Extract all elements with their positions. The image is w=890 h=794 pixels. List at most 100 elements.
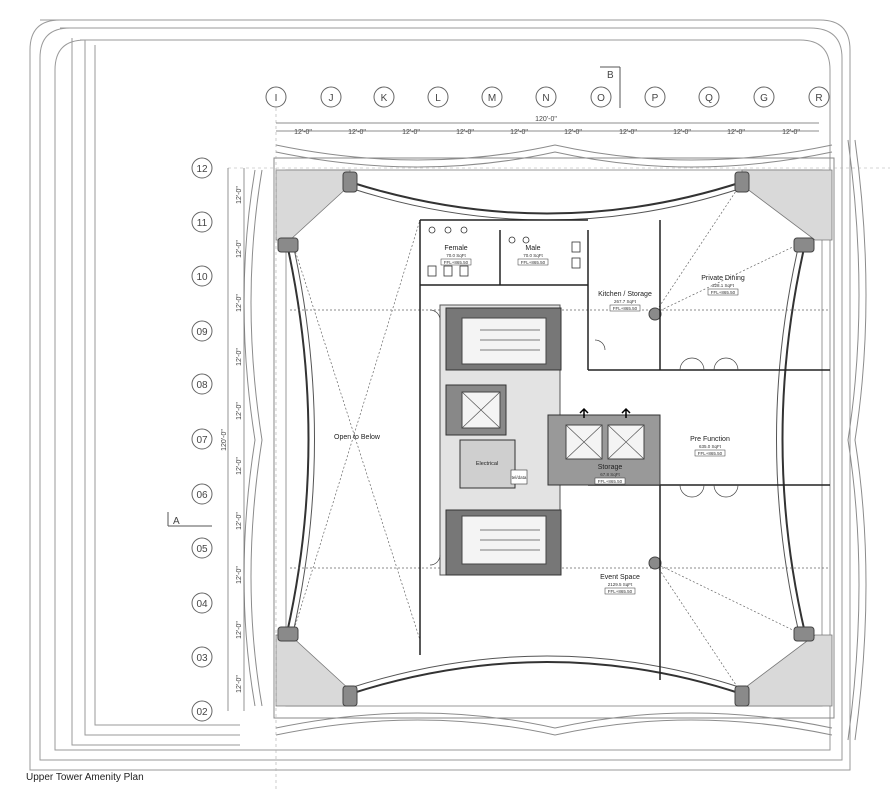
grid-row-08: 08 [191,373,213,395]
dimension-bay: 12'-0" [294,129,312,136]
door-swings [429,309,739,566]
room-ffl: FFL+865.50 [598,479,623,484]
grid-lines [228,108,890,790]
dimension-bay: 12'-0" [236,621,243,639]
room-ffl: FFL+865.50 [613,306,638,311]
room-ffl: FFL+865.50 [711,290,736,295]
grid-row-02: 02 [191,700,213,722]
dimension-bay: 12'-0" [236,457,243,475]
grid-col-label: K [381,93,388,104]
room-area: 328.1 SqFt [712,283,735,288]
grid-row-label: 12 [196,164,208,175]
dimension-bay: 12'-0" [236,348,243,366]
grid-row-03: 03 [191,646,213,668]
grid-row-label: 04 [196,599,208,610]
grid-row-label: 02 [196,707,208,718]
grid-col-label: Q [705,93,713,104]
restroom-fixtures [427,226,581,277]
grid-col-M: M [481,86,503,108]
section-marker-b: B [600,66,621,108]
room-area: 70.0 SqFt [523,253,543,258]
grid-col-R: R [808,86,830,108]
room-name: Male [525,245,540,252]
room-name: Kitchen / Storage [598,291,652,298]
diagrid-corners [275,169,833,707]
grid-row-04: 04 [191,592,213,614]
dimension-bay: 12'-0" [564,129,582,136]
room-pre-function: Pre Function 635.0 SqFt FFL+865.50 [690,436,730,457]
grid-col-label: P [652,93,659,104]
structural-columns [277,171,815,707]
grid-row-label: 08 [196,380,208,391]
slab-edge [286,181,806,695]
room-name: Open to Below [334,434,381,441]
room-area: 2129.5 SqFt [608,582,633,587]
room-female: Female 70.0 SqFt FFL+865.50 [440,245,472,266]
grid-col-label: N [542,93,549,104]
service-core [439,304,661,576]
grid-row-12: 12 [191,157,213,179]
grid-row-label: 05 [196,544,208,555]
grid-col-label: O [597,93,605,104]
grid-row-07: 07 [191,428,213,450]
grid-row-09: 09 [191,320,213,342]
room-ffl: FFL+865.50 [521,260,546,265]
grid-row-11: 11 [191,211,213,233]
grid-col-label: L [435,93,441,104]
dimension-bay: 12'-0" [782,129,800,136]
grid-row-label: 10 [196,272,208,283]
room-tel-data: tel/data [510,469,528,485]
dimension-bay: 12'-0" [510,129,528,136]
dimension-bay: 12'-0" [236,186,243,204]
grid-col-N: N [535,86,557,108]
tower-envelope [273,157,835,719]
grid-col-label: J [329,93,334,104]
grid-col-P: P [644,86,666,108]
room-name: Electrical [476,461,498,467]
dimension-overall-h: 120'-0" [535,116,557,123]
room-name: tel/data [512,475,527,480]
room-name: Female [444,245,467,252]
site-outline [29,19,851,771]
dimension-bay: 12'-0" [727,129,745,136]
grid-col-label: R [815,93,822,104]
grid-col-L: L [427,86,449,108]
row-grid-bubbles: 12 11 10 09 08 07 06 05 04 03 02 [191,157,213,722]
room-open-to-below: Open to Below [334,434,381,441]
grid-col-J: J [320,86,342,108]
dimension-overall-v: 120'-0" [221,429,228,451]
room-name: Event Space [600,574,640,581]
section-marker-a: A [167,512,212,527]
dimension-bay: 12'-0" [673,129,691,136]
section-label-a: A [173,516,180,527]
room-ffl: FFL+865.50 [698,451,723,456]
room-ffl: FFL+865.50 [608,589,633,594]
room-event-space: Event Space 2129.5 SqFt FFL+865.50 [600,574,640,595]
grid-row-06: 06 [191,483,213,505]
room-area: 635.0 SqFt [699,444,722,449]
vertical-dimensions: 120'-0" 12'-0" 12'-0" 12'-0" 12'-0" 12'-… [221,168,245,711]
dimension-bay: 12'-0" [236,402,243,420]
section-label-b: B [607,70,614,81]
column-grid-bubbles: I J K L M N O P Q G R [265,86,830,108]
grid-row-label: 03 [196,653,208,664]
room-name: Storage [598,464,623,471]
dimension-bay: 12'-0" [348,129,366,136]
interior-walls [419,219,830,680]
room-area: 67.8 SqFt [600,472,620,477]
room-electrical: Electrical [476,461,498,467]
room-ffl: FFL+865.50 [444,260,469,265]
room-name: Pre Function [690,436,730,443]
dimension-bay: 12'-0" [456,129,474,136]
grid-col-Q: Q [698,86,720,108]
grid-col-label: I [275,93,278,104]
grid-row-label: 07 [196,435,208,446]
dimension-bay: 12'-0" [236,675,243,693]
exterior-ribs [243,139,867,741]
grid-row-label: 11 [197,218,208,229]
dimension-bay: 12'-0" [236,294,243,312]
drawing-caption: Upper Tower Amenity Plan [26,772,144,783]
room-storage: Storage 67.8 SqFt FFL+865.50 [594,464,626,485]
room-name: Private Dining [701,275,745,282]
